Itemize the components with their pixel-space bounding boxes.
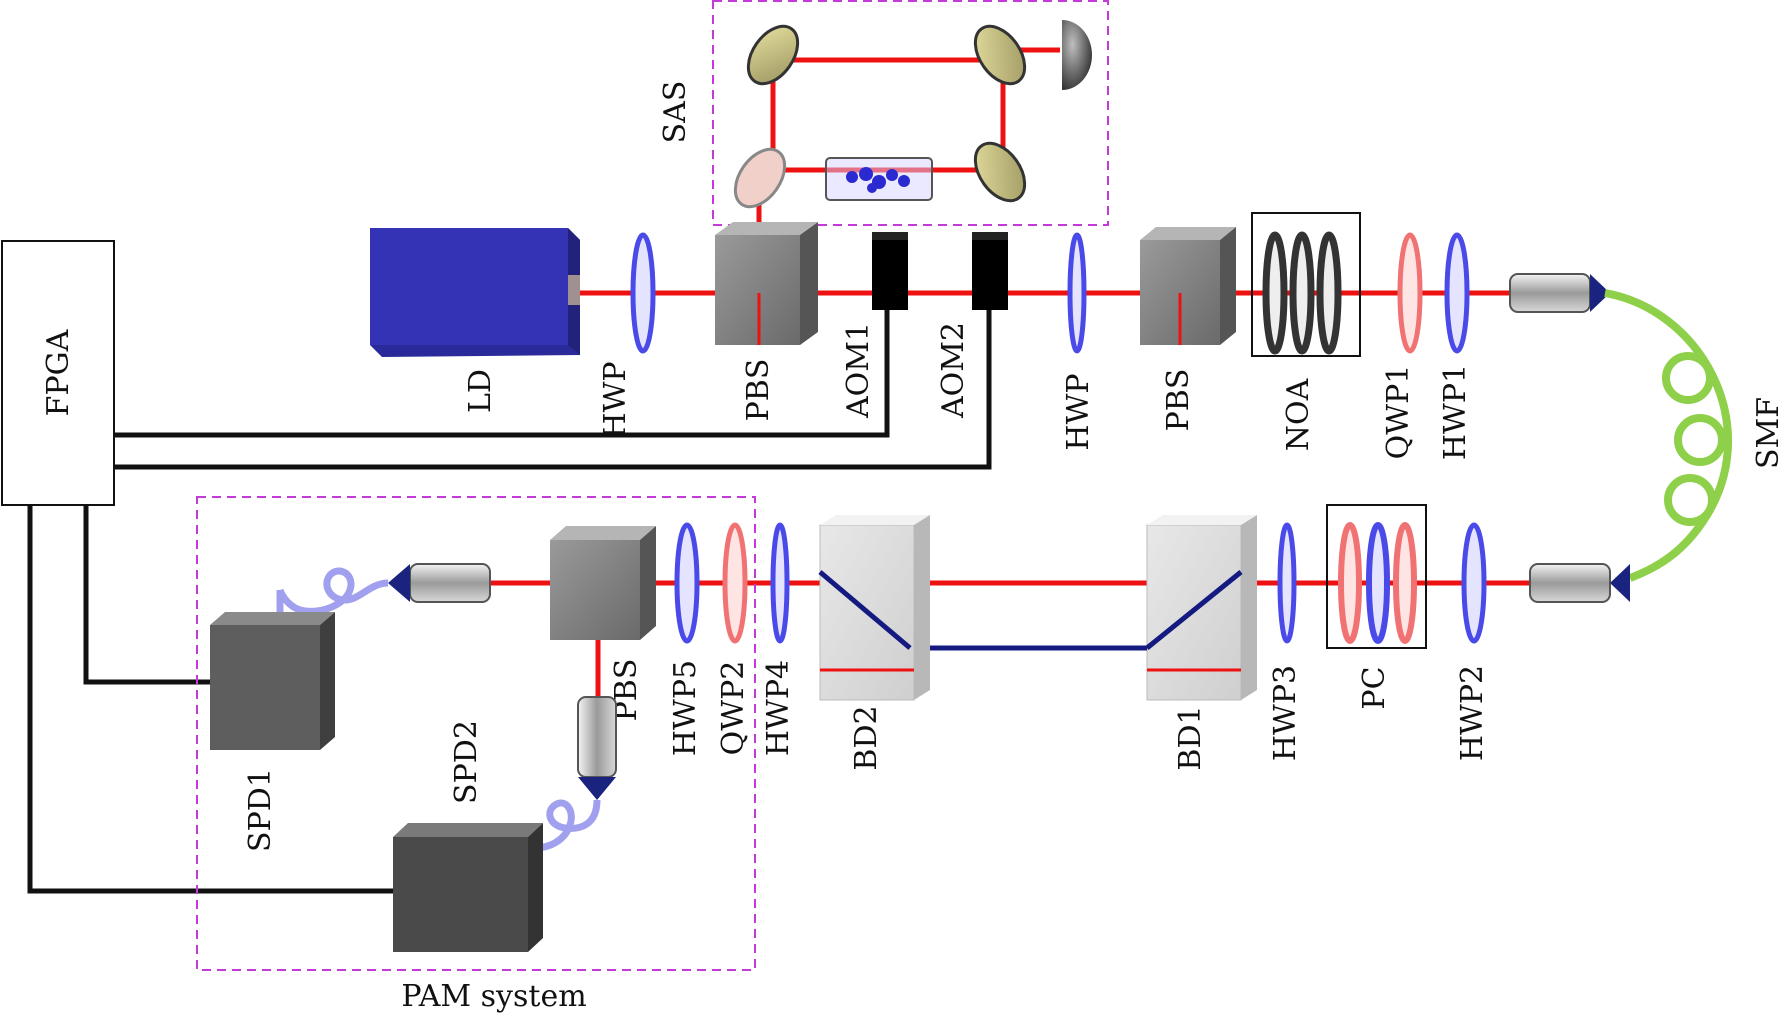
qwp1: QWP1 [1381,232,1423,460]
control-wires [27,295,992,894]
bd2-label: BD2 [849,705,884,770]
hwp-b: HWP [1061,232,1096,451]
aom2-label: AOM2 [936,322,971,419]
qwp1-label: QWP1 [1381,365,1416,460]
pam-system-box: PAM system [196,496,756,1014]
spd2-collimator [577,696,617,800]
fpga-label: FPGA [41,329,76,416]
smf-fiber [1604,289,1732,582]
hwp3-label: HWP3 [1268,665,1303,761]
sas-mirror-bottom-right [973,141,1027,203]
hwp1-label: HWP1 [1438,364,1473,460]
sas-mirror-bottom-left [733,147,787,209]
hwp2: HWP2 [1455,522,1490,761]
upper-fiber-collimator [1509,273,1610,313]
hwp3: HWP3 [1268,522,1303,761]
pc: PC [1326,504,1427,710]
sas-mirror-top-right [973,24,1027,86]
aom2: AOM2 [936,232,1008,419]
vapor-cell [825,157,933,201]
noa-label: NOA [1281,378,1316,451]
sas-label: SAS [658,81,693,144]
pbs-a-label: PBS [741,359,776,422]
laser-diode: LD [370,228,580,413]
hwp5-label: HWP5 [668,660,703,756]
hwp4: HWP4 [761,522,796,756]
fpga-box: FPGA [1,240,115,506]
ld-label: LD [463,369,498,413]
pbs-b-label: PBS [1161,369,1196,432]
sas-mirror-top-left [746,24,800,86]
pbs-b: PBS [1140,227,1236,431]
bd2: BD2 [818,515,930,771]
bd1: BD1 [1145,515,1257,771]
hwp2-label: HWP2 [1455,665,1490,761]
pbs-a: PBS [715,222,818,421]
sas-box: SAS [658,0,1109,226]
smf-label: SMF [1751,397,1786,469]
pc-label: PC [1357,666,1392,709]
hwp-a-label: HWP [598,361,633,438]
hwp1: HWP1 [1438,232,1473,460]
pam-label: PAM system [401,979,586,1014]
hwp-a: HWP [598,232,656,439]
spd2-label: SPD2 [449,720,484,804]
spd1: SPD1 [210,612,335,852]
lower-fiber-collimator [1529,563,1630,603]
spd1-label: SPD1 [243,768,278,852]
aom1: AOM1 [841,232,908,419]
hwp4-label: HWP4 [761,660,796,756]
qwp2: QWP2 [716,522,751,756]
sas-photodetector-dome [1062,20,1092,90]
pbs-c: PBS [550,526,656,721]
qwp2-label: QWP2 [716,661,751,756]
bd1-label: BD1 [1173,705,1208,770]
spd1-collimator [388,563,491,603]
hwp5: HWP5 [668,522,703,756]
spd2: SPD2 [393,720,543,952]
hwp-b-label: HWP [1061,373,1096,450]
aom1-label: AOM1 [841,322,876,419]
noa: NOA [1251,212,1361,451]
